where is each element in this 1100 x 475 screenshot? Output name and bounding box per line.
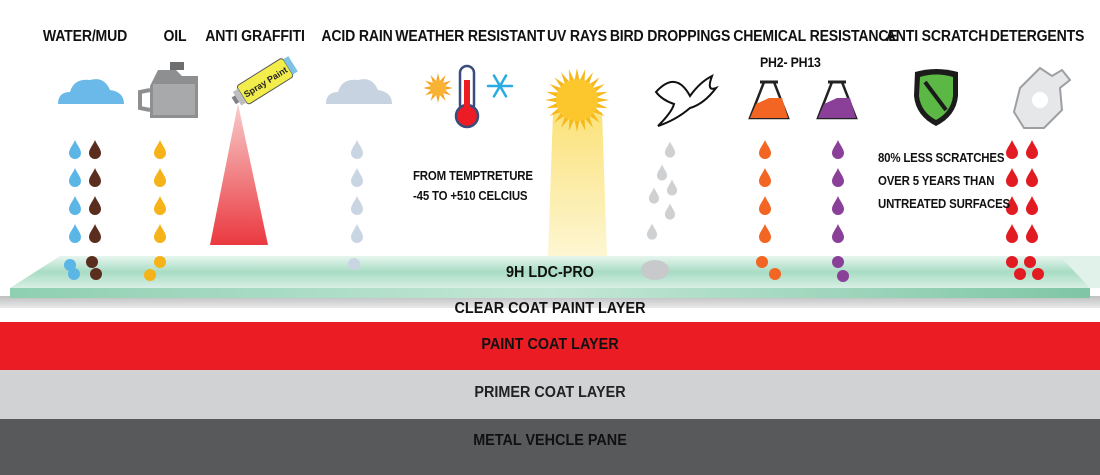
spray-cone (210, 104, 268, 245)
category-label-detergents: DETERGENTS (989, 28, 1085, 45)
9h-layer-top (10, 256, 1090, 288)
surface-bead-5 (154, 256, 166, 268)
surface-bead-4 (90, 268, 102, 280)
surface-bird-dropping (641, 260, 669, 280)
surface-bead-12 (1006, 256, 1018, 268)
surface-bead-3 (68, 268, 80, 280)
water-drop-1 (69, 140, 81, 159)
acid-rain-drop-3 (351, 196, 363, 215)
category-label-anti-scratch: ANTI SCRATCH (885, 28, 989, 45)
temperature-note-line-2: -45 TO +510 CELCIUS (413, 188, 528, 203)
primer-layer (0, 370, 1100, 419)
category-label-uv-rays: UV RAYS (546, 28, 608, 45)
mud-drop-1 (89, 140, 101, 159)
shield-icon (914, 69, 958, 126)
bird-dropping-1 (664, 141, 676, 158)
detergent-drop-3 (1006, 168, 1018, 187)
category-label-chemical-resistance: CHEMICAL RESISTANCE (733, 28, 898, 45)
layer-label-metal: METAL VEHCLE PANE (473, 432, 627, 449)
mud-drop-3 (89, 196, 101, 215)
surface-bead-10 (832, 256, 844, 268)
detergent-drop-5 (1006, 196, 1018, 215)
9h-layer-right (1060, 256, 1100, 288)
category-label-weather-resistant: WEATHER RESISTANT (395, 28, 546, 45)
chemical-orange-drop-1 (759, 140, 771, 159)
surface-bead-9 (769, 268, 781, 280)
layer-label-9h: 9H LDC-PRO (505, 264, 595, 281)
snowflake-icon (486, 74, 514, 98)
surface-bead-8 (756, 256, 768, 268)
detergent-drop-2 (1026, 140, 1038, 159)
chemical-purple-drop-2 (832, 168, 844, 187)
paint-layer (0, 322, 1100, 370)
bird-dropping-6 (664, 203, 676, 220)
oil-can-icon (138, 62, 198, 118)
bird-icon (654, 73, 719, 127)
acid-rain-drop-2 (351, 168, 363, 187)
scratch-note-line-2: OVER 5 YEARS THAN (878, 173, 995, 188)
sun-icon (545, 68, 609, 132)
oil-drop-2 (154, 168, 166, 187)
chemical-purple-drop-3 (832, 196, 844, 215)
bird-dropping-4 (646, 223, 658, 240)
category-label-anti-graffiti: ANTI GRAFFITI (205, 28, 305, 45)
surface-bead-15 (1032, 268, 1044, 280)
water-drop-4 (69, 224, 81, 243)
chemical-purple-drop-4 (832, 224, 844, 243)
category-label-water-mud: WATER/MUD (42, 28, 128, 45)
thermometer-icon (454, 64, 480, 129)
mud-drop-2 (89, 168, 101, 187)
clear-coat-bevel (0, 296, 1100, 308)
scratch-note-line-3: UNTREATED SURFACES (878, 196, 1011, 211)
category-label-acid-rain: ACID RAIN (321, 28, 393, 45)
detergent-drop-8 (1026, 224, 1038, 243)
acid-rain-drop-4 (351, 224, 363, 243)
oil-drop-4 (154, 224, 166, 243)
bird-dropping-2 (656, 164, 668, 181)
detergent-drop-6 (1026, 196, 1038, 215)
oil-drop-3 (154, 196, 166, 215)
surface-bead-1 (64, 259, 76, 271)
water-drop-2 (69, 168, 81, 187)
surface-bead-7 (348, 258, 360, 270)
category-label-oil: OIL (163, 28, 187, 45)
chemical-orange-drop-4 (759, 224, 771, 243)
surface-bead-11 (837, 270, 849, 282)
small-sun-icon (423, 73, 453, 103)
oil-drop-1 (154, 140, 166, 159)
surface-bead-13 (1024, 256, 1036, 268)
beaker-purple-icon (816, 80, 858, 120)
detergent-drop-7 (1006, 224, 1018, 243)
beaker-orange-icon (748, 80, 790, 120)
bird-dropping-3 (648, 187, 660, 204)
water-drop-3 (69, 196, 81, 215)
surface-bead-6 (144, 269, 156, 281)
ph-range-label: PH2- PH13 (760, 54, 821, 70)
temperature-note-line-1: FROM TEMPTRETURE (413, 168, 533, 183)
bird-dropping-5 (666, 179, 678, 196)
uv-beam (548, 112, 607, 256)
acid-rain-drop-1 (351, 140, 363, 159)
spray-can-icon: Spray Paint (231, 56, 298, 106)
layer-label-paint-coat: PAINT COAT LAYER (481, 336, 619, 353)
layer-label-clear-coat: CLEAR COAT PAINT LAYER (454, 300, 646, 317)
scratch-note-line-1: 80% LESS SCRATCHES (878, 150, 1005, 165)
chemical-purple-drop-1 (832, 140, 844, 159)
detergent-bottle-icon (1012, 66, 1072, 129)
9h-layer-front (10, 288, 1090, 298)
chemical-orange-drop-2 (759, 168, 771, 187)
mud-drop-4 (89, 224, 101, 243)
surface-bead-14 (1014, 268, 1026, 280)
chemical-orange-drop-3 (759, 196, 771, 215)
layer-label-primer-coat: PRIMER COAT LAYER (474, 384, 626, 401)
detergent-drop-1 (1006, 140, 1018, 159)
grey-cloud-icon (326, 79, 392, 104)
cloud-icon (58, 79, 124, 104)
category-label-bird-droppings: BIRD DROPPINGS (609, 28, 731, 45)
surface-bead-2 (86, 256, 98, 268)
metal-layer (0, 419, 1100, 475)
detergent-drop-4 (1026, 168, 1038, 187)
